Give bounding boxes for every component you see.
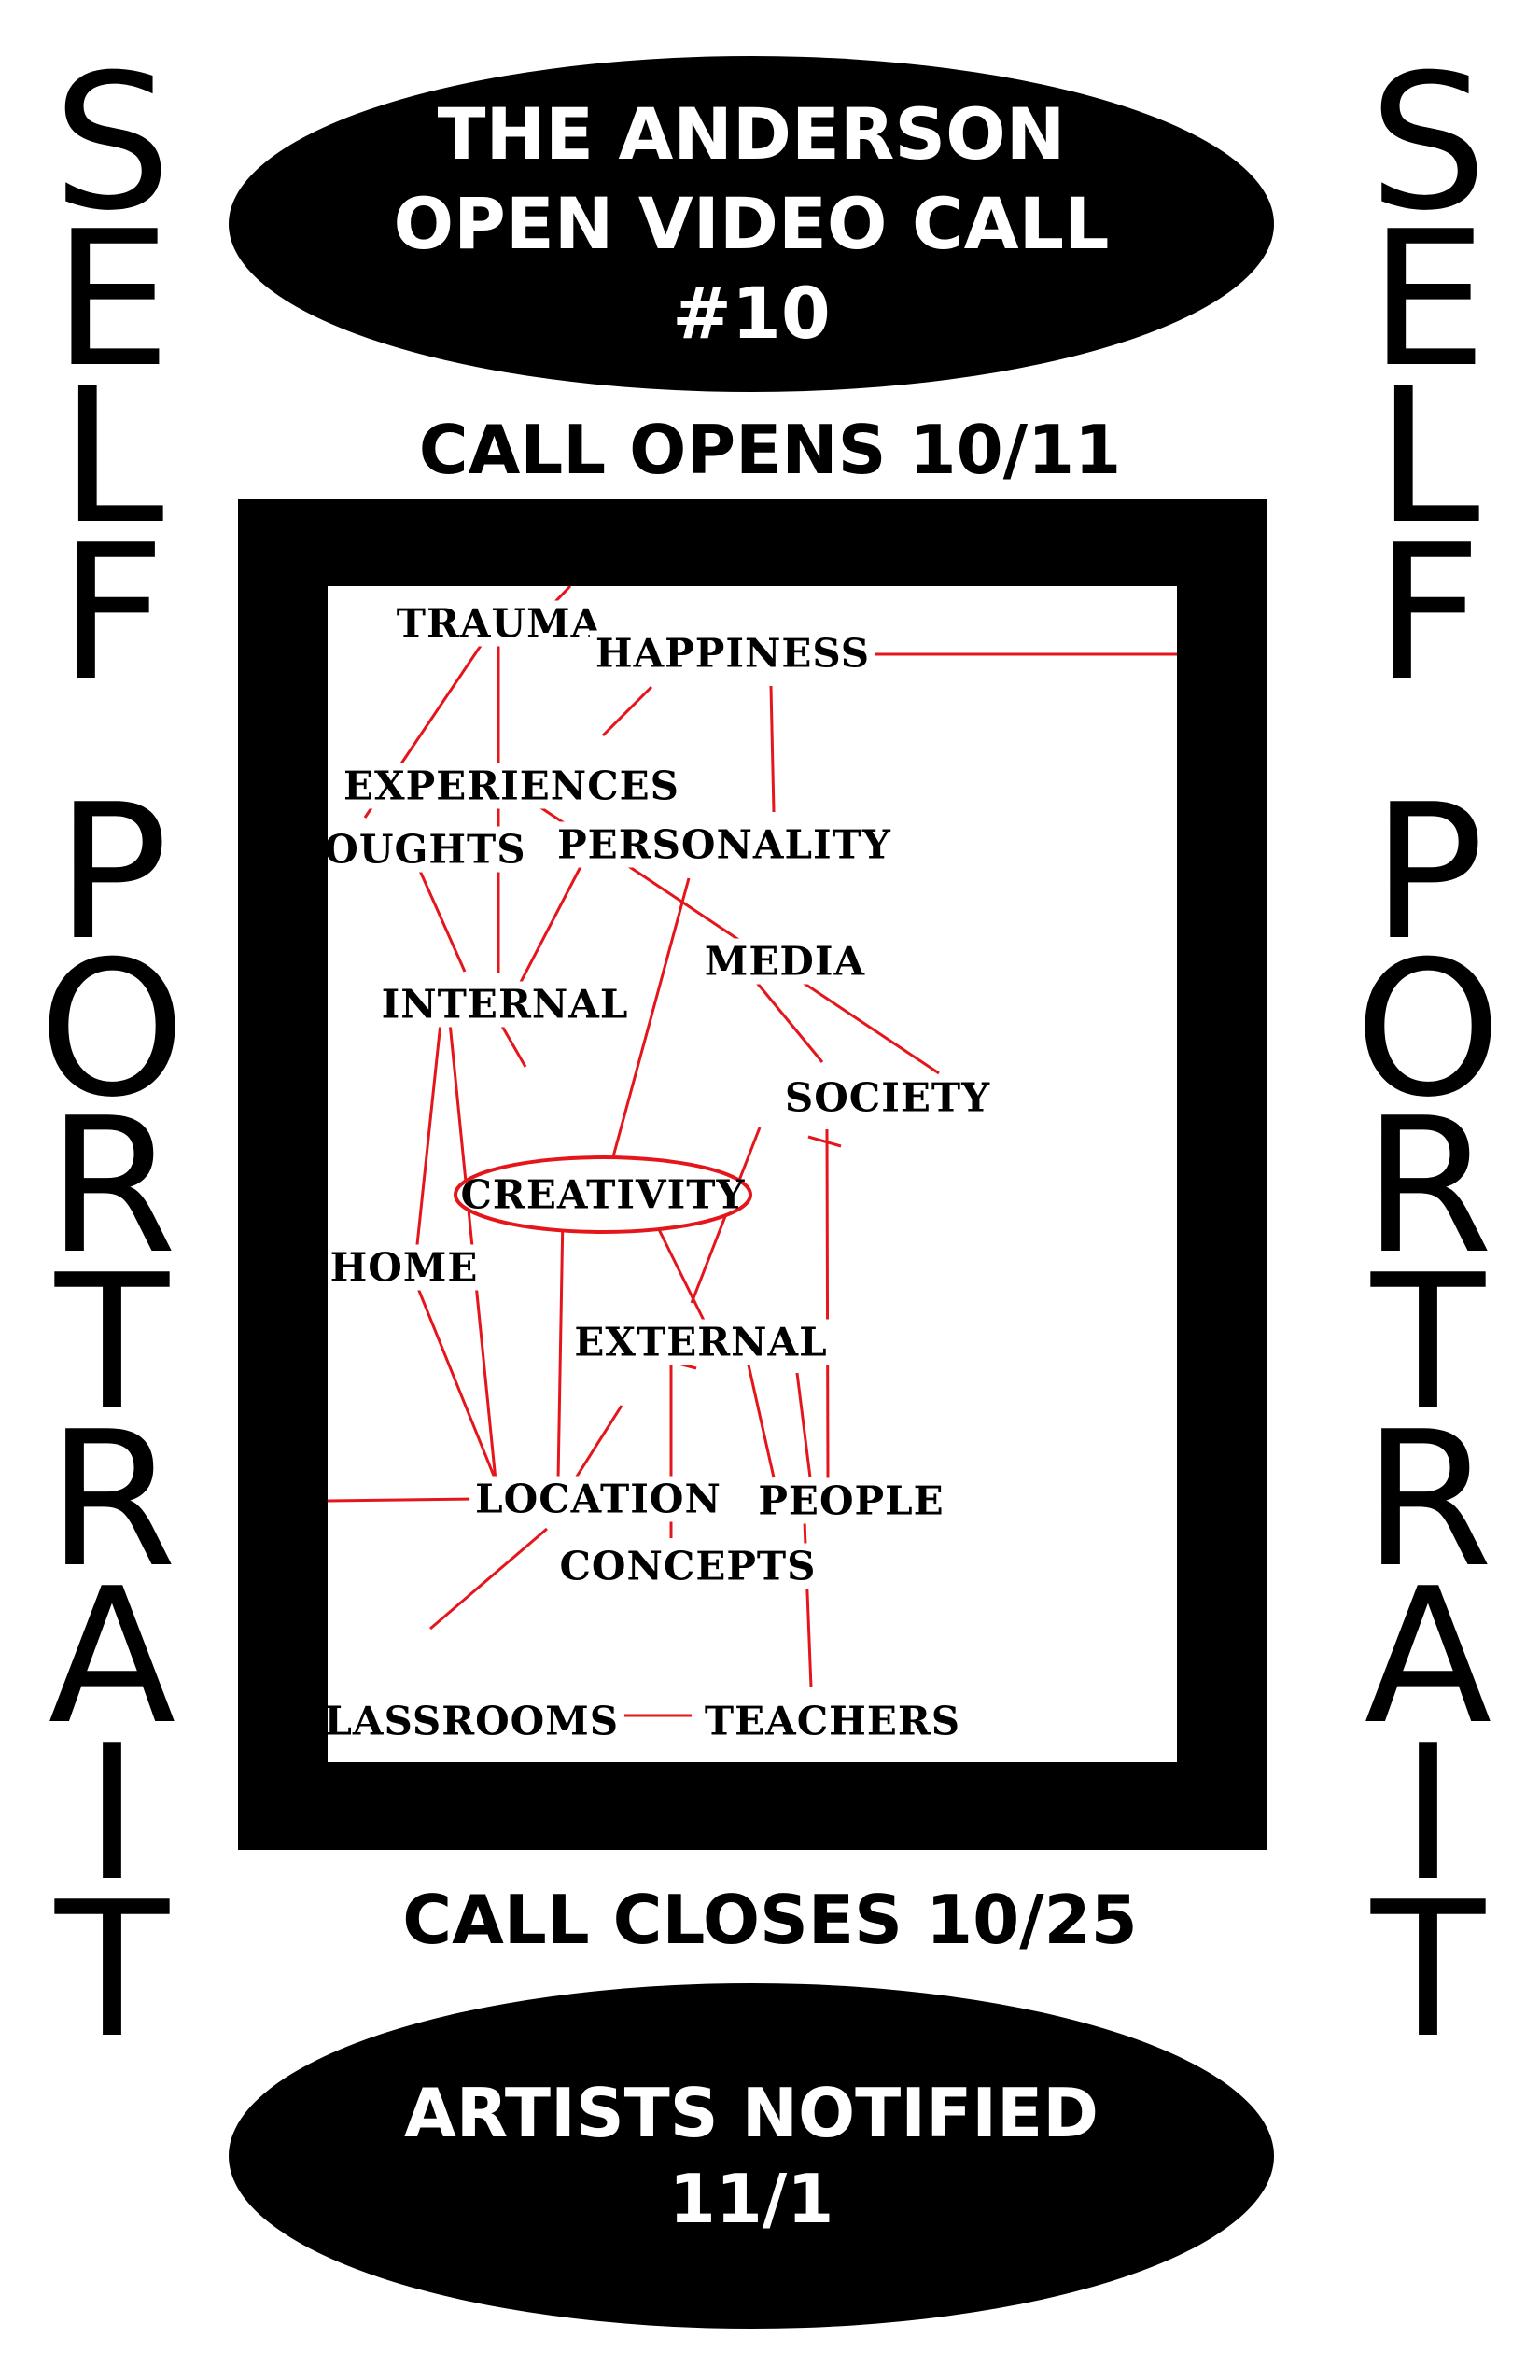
node-external: EXTERNAL [568, 1319, 833, 1365]
left-letter: R [47, 1078, 177, 1295]
node-creativity: CREATIVITY [460, 1171, 746, 1218]
right-vertical-title: S E L F P O R T R A I T [1335, 35, 1521, 2079]
node-trauma: TRAUMA [390, 600, 609, 647]
node-classrooms: CLASSROOMS [328, 1698, 625, 1744]
footer-line: ARTISTS NOTIFIED [403, 2074, 1099, 2152]
header-line: OPEN VIDEO CALL [393, 182, 1110, 265]
left-letter: L [60, 348, 164, 566]
left-letter: P [55, 764, 169, 982]
node-location: LOCATION [469, 1476, 727, 1522]
left-letter: I [84, 1705, 140, 1923]
header-line: THE ANDERSON [437, 92, 1066, 175]
left-letter: O [38, 921, 186, 1139]
node-teachers: TEACHERS [698, 1698, 967, 1744]
left-letter: T [54, 1862, 170, 2079]
right-letter: A [1364, 1548, 1492, 1766]
central-ellipse [454, 1155, 752, 1234]
node-home: HOME [328, 1244, 484, 1291]
left-letter: S [52, 35, 172, 252]
left-letter: R [47, 1392, 177, 1609]
node-internal: INTERNAL [375, 981, 635, 1028]
right-letter: P [1371, 764, 1485, 982]
left-letter: T [54, 1235, 170, 1452]
right-letter: I [1400, 1705, 1456, 1923]
header-oval: THE ANDERSON OPEN VIDEO CALL #10 [229, 56, 1274, 392]
node-personality: PERSONALITY [552, 821, 897, 868]
right-letter: L [1376, 348, 1480, 566]
right-letter: R [1363, 1392, 1493, 1609]
right-letter: S [1368, 35, 1488, 252]
footer-oval: ARTISTS NOTIFIED 11/1 [229, 1983, 1274, 2329]
node-thoughts: THOUGHTS [328, 826, 532, 873]
node-society: SOCIETY [778, 1074, 997, 1121]
mind-map-connections [328, 586, 1177, 1717]
right-letter: T [1370, 1862, 1486, 2079]
left-letter: E [52, 191, 172, 409]
connection-lines [328, 586, 1177, 1717]
call-opens-date: CALL OPENS 10/11 [418, 411, 1122, 489]
right-letter: E [1368, 191, 1488, 409]
node-happiness: HAPPINESS [589, 630, 876, 677]
left-letter: F [58, 505, 166, 722]
right-letter: R [1363, 1078, 1493, 1295]
node-media: MEDIA [698, 938, 872, 985]
left-letter: A [48, 1548, 176, 1766]
node-experiences: EXPERIENCES [338, 763, 685, 809]
mind-map-board: TRAUMA HAPPINESS EXPERIENCES THOUGHTS PE… [328, 586, 1177, 1762]
node-people: PEOPLE [752, 1477, 950, 1524]
call-closes-date: CALL CLOSES 10/25 [402, 1881, 1138, 1959]
right-letter: T [1370, 1235, 1486, 1452]
right-letter: O [1354, 921, 1502, 1139]
left-vertical-title: S E L F P O R T R A I T [19, 35, 205, 2079]
node-concepts: CONCEPTS [553, 1543, 822, 1589]
right-letter: F [1374, 505, 1482, 722]
header-line: #10 [672, 272, 831, 355]
footer-line: 11/1 [668, 2160, 834, 2238]
